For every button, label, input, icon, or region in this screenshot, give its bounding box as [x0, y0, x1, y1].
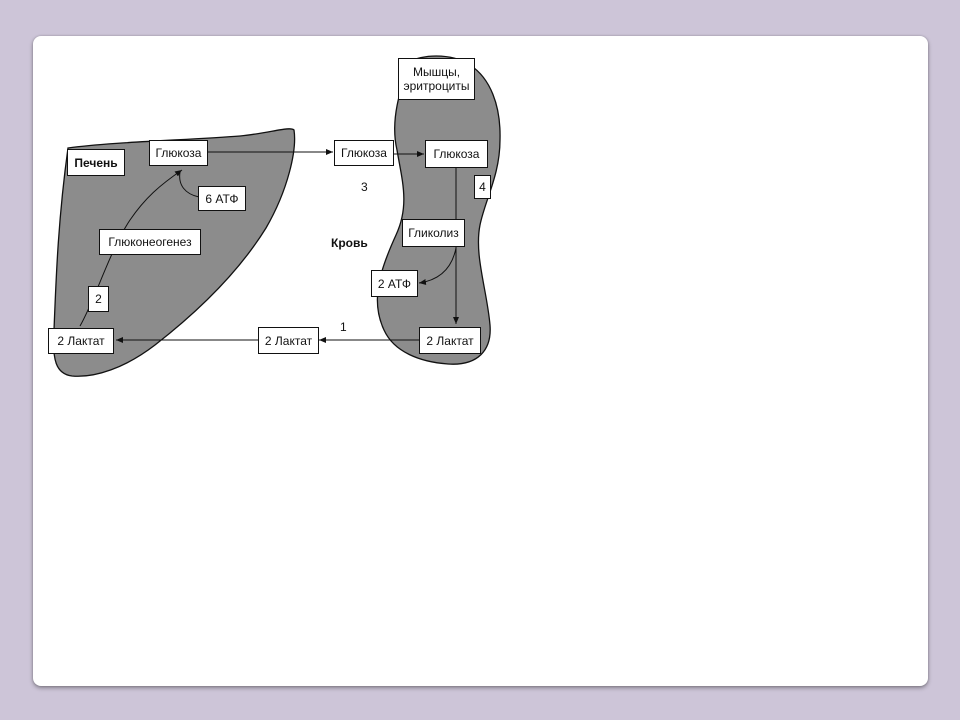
muscle-label-box: Мышцы, эритроциты — [398, 58, 475, 100]
atp-2-box: 2 АТФ — [371, 270, 418, 297]
step-3-label: 3 — [361, 180, 368, 194]
liver-lactate-box: 2 Лактат — [48, 328, 114, 354]
liver-glucose-box: Глюкоза — [149, 140, 208, 166]
blood-lactate-box: 2 Лактат — [258, 327, 319, 354]
muscle-glucose-box: Глюкоза — [425, 140, 488, 168]
atp-6-box: 6 АТФ — [198, 186, 246, 211]
liver-label: Печень — [67, 149, 125, 176]
muscle-shape — [376, 55, 501, 365]
step-4-box: 4 — [474, 175, 491, 199]
blood-glucose-box: Глюкоза — [334, 140, 394, 166]
blood-label: Кровь — [331, 236, 368, 250]
muscle-label-line1: Мышцы, — [412, 65, 461, 79]
glycolysis-box: Гликолиз — [402, 219, 465, 247]
step-1-label: 1 — [340, 320, 347, 334]
muscle-lactate-box: 2 Лактат — [419, 327, 481, 354]
gluconeogenesis-box: Глюконеогенез — [99, 229, 201, 255]
step-2-box: 2 — [88, 286, 109, 312]
muscle-label-line2: эритроциты — [403, 79, 470, 93]
